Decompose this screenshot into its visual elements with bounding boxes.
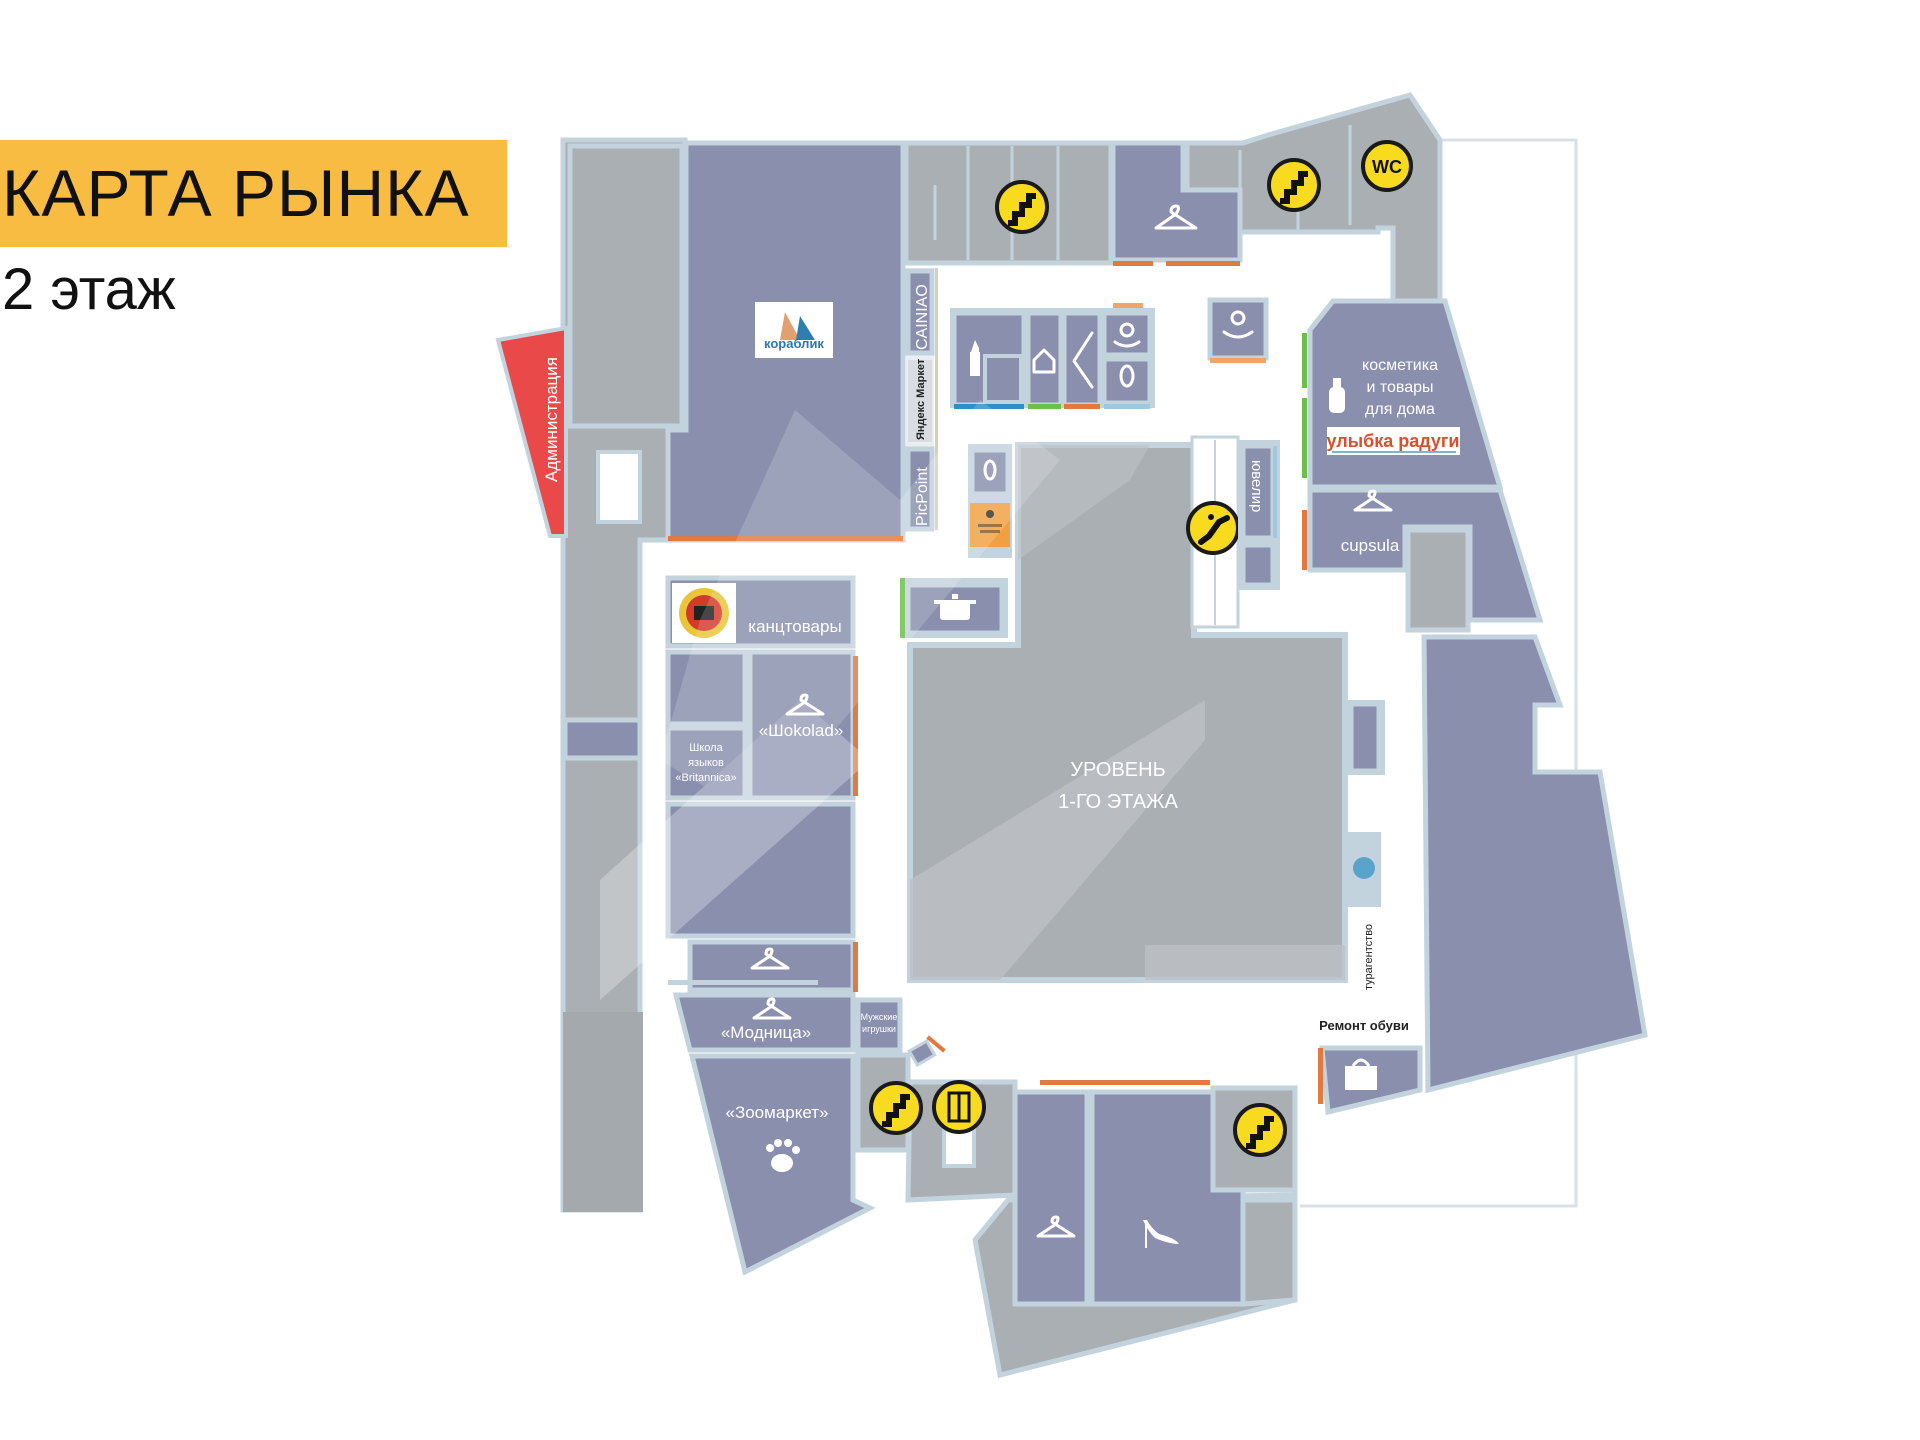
pot-icon [934,594,976,620]
svg-text:«Шokolad»: «Шokolad» [759,721,844,740]
store-kantstovary[interactable]: канцтовары [665,575,856,649]
kiosk-column-left [968,444,1012,558]
kiosk-beauty[interactable] [1101,303,1153,358]
hanger-icon [1072,331,1094,389]
title-banner [0,140,507,247]
kiosk-orange-brand[interactable] [970,503,1010,547]
right-service-unit [1405,527,1471,633]
svg-text:и товары: и товары [1366,379,1433,396]
store-zoomarket[interactable]: «Зоомаркет» [688,1053,876,1276]
flower-hand-icon [1119,322,1135,338]
store-korablik[interactable]: кораблик [665,140,906,543]
kiosk-jewelry-2[interactable] [969,447,1011,497]
kiosk-picpoint[interactable]: PicPoint [905,446,935,532]
flower-hand-icon [1230,310,1246,326]
wc-icon: WC [1372,157,1402,177]
stairs-badge[interactable] [869,1081,923,1135]
svg-text:косметика: косметика [1362,357,1438,374]
svg-text:Яндекс Маркет: Яндекс Маркет [915,358,927,440]
svg-text:для дома: для дома [1365,401,1435,418]
kiosk-strip: CAINIAO Яндекс Маркет PicPoint [905,268,938,532]
travel-agency-label: турагентство [1363,924,1375,990]
store-clothing-top[interactable] [1110,140,1243,266]
svg-text:канцтовары: канцтовары [748,617,841,636]
svg-text:улыбка радуги: улыбка радуги [1327,431,1460,451]
globe-icon [1353,857,1375,879]
bottle-icon [1329,378,1345,413]
shopping-bag-icon [1345,1058,1377,1090]
kiosk-spa[interactable] [1207,297,1269,363]
store-school-britannica[interactable]: Школа языков «Britannica» [665,725,748,801]
kiosk-cainiao[interactable]: CAINIAO [905,268,935,356]
high-heel-icon [1143,1220,1179,1244]
ulybka-radugi-logo [1327,427,1460,455]
kiosk-home-goods[interactable] [1025,310,1064,409]
store-unit-left-a[interactable] [665,649,748,727]
svg-text:PicPoint: PicPoint [914,467,931,526]
store-clothing-bottom[interactable] [1012,1089,1090,1307]
page-title: КАРТА РЫНКА [2,156,470,230]
svg-text:ювелир: ювелир [1248,460,1265,512]
store-jeweler[interactable]: ювелир [1238,440,1280,590]
store-cupsula[interactable]: cupsula [1302,487,1544,623]
svg-text:игрушки: игрушки [862,1024,896,1034]
admin-label: Администрация [542,357,561,482]
hanger-icon [1036,1215,1076,1238]
kiosk-yandex-market[interactable]: Яндекс Маркет [908,358,932,442]
atrium-label-line1: УРОВЕНЬ [1070,759,1165,781]
paw-icon [766,1139,800,1172]
hanger-icon [1154,204,1198,230]
store-shoe-repair[interactable]: Ремонт обуви [1318,1018,1423,1116]
wc-badge[interactable]: WC [1361,140,1413,192]
svg-text:CAINIAO: CAINIAO [914,284,931,350]
left-service-block [560,137,688,1213]
hanger-icon [752,997,792,1020]
kiosk-row-top [950,303,1155,409]
kiosk-cookware[interactable] [900,578,1008,638]
svg-text:Школа: Школа [689,742,723,754]
watermark [600,400,1060,1000]
hanger-icon [750,947,790,970]
stairs-badge[interactable] [1233,1103,1287,1157]
floor-label: 2 этаж [2,257,176,322]
kiosk-travel[interactable]: турагентство [1347,832,1381,990]
korablik-label: кораблик [764,336,824,351]
necklace-icon [983,459,997,481]
building-outline [1300,138,1578,1208]
kiosk-clothing-small[interactable] [1061,310,1103,409]
svg-text:языков: языков [688,757,724,769]
lipstick-icon [970,340,980,376]
store-ulybka-radugi[interactable]: косметика и товары для дома улыбка радуг… [1302,298,1504,490]
small-unit-left[interactable] [562,717,643,761]
necklace-icon [1119,364,1135,388]
shoe-repair-label: Ремонт обуви [1319,1018,1409,1033]
svg-text:«Модница»: «Модница» [721,1023,811,1042]
stairs-badge[interactable] [995,180,1049,234]
svg-text:cupsula: cupsula [1341,536,1400,555]
svg-text:«Britannica»: «Britannica» [675,772,736,784]
admin-office[interactable]: Администрация [495,325,568,538]
entrance-orange [668,536,903,541]
svg-text:Мужские: Мужские [861,1012,898,1022]
hanger-icon [785,693,825,716]
stairs-badge[interactable] [1267,158,1321,212]
kiosk-right-1[interactable] [1347,700,1385,775]
atrium-level-1: УРОВЕНЬ 1-ГО ЭТАЖА [907,442,1348,983]
store-mens-toys[interactable]: Мужские игрушки [855,997,903,1053]
store-modnitsa[interactable]: «Модница» [672,992,856,1053]
house-icon [1032,348,1056,374]
atrium-label-line2: 1-ГО ЭТАЖА [1058,791,1178,813]
svg-text:«Зоомаркет»: «Зоомаркет» [726,1103,829,1122]
store-unit-left-b[interactable] [665,801,856,939]
escalator-icon [1198,515,1230,545]
kiosk-jewelry[interactable] [1101,356,1153,409]
escalator-badge[interactable] [1186,501,1240,555]
hanger-icon [1353,489,1393,512]
kiosk-cosmetics[interactable] [951,310,1027,409]
elevator-badge[interactable] [932,1080,986,1134]
sail-icon [780,312,800,340]
store-large-right[interactable] [1421,634,1648,1094]
store-shokolad[interactable]: «Шokolad» [747,649,858,801]
